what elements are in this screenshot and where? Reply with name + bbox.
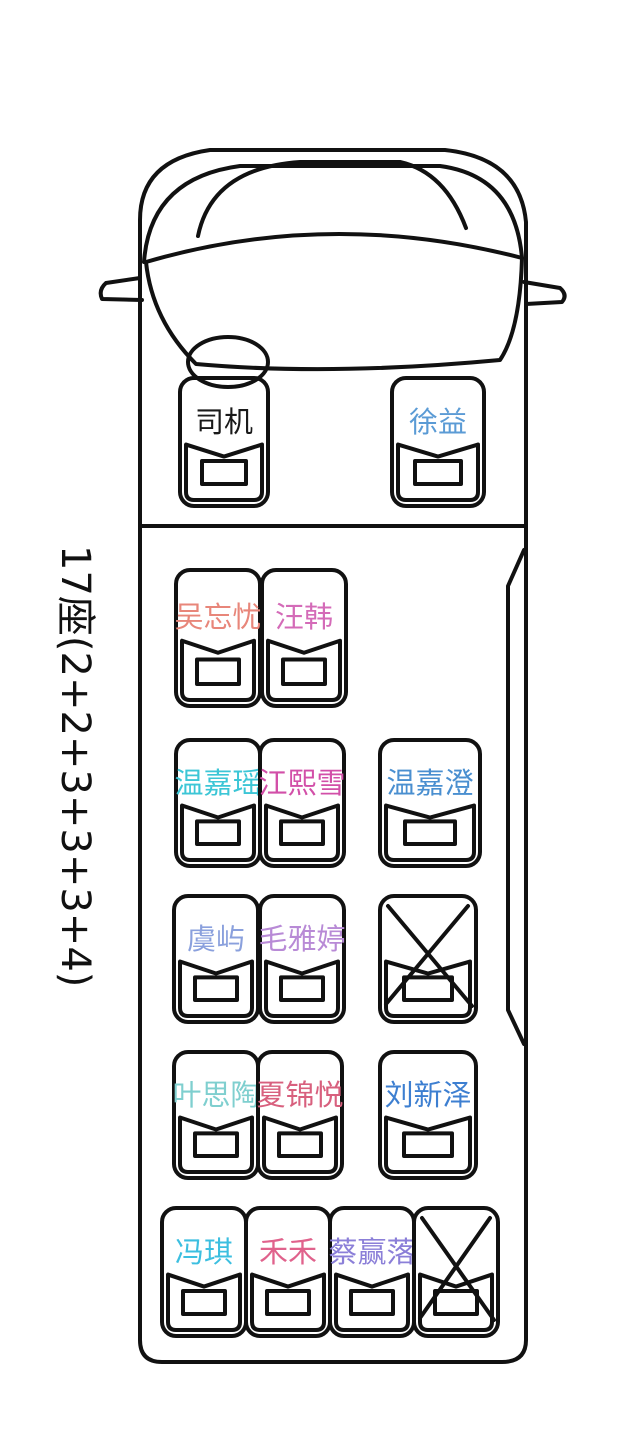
seat-frame: [258, 738, 346, 868]
seat-cushion: [334, 1272, 410, 1332]
seat-row: 虞屿毛雅婷: [172, 894, 478, 1024]
seat-frame: [378, 1050, 478, 1180]
hood-outline: [142, 164, 524, 264]
seat-frame: [172, 894, 260, 1024]
seat-passenger-name: 吴忘忧: [174, 600, 261, 634]
seat-row: 吴忘忧汪韩: [174, 568, 348, 708]
seat-cushion: [264, 959, 340, 1018]
seat[interactable]: [412, 1206, 500, 1338]
seat-passenger-name: 虞屿: [187, 922, 245, 956]
seat[interactable]: 虞屿: [172, 894, 260, 1024]
seat-passenger-name: 冯琪: [175, 1235, 233, 1269]
seat[interactable]: 江熙雪: [258, 738, 346, 868]
seat-cushion: [384, 1115, 472, 1174]
windshield: [144, 232, 524, 372]
seat-base: [279, 975, 325, 1003]
seat[interactable]: 蔡赢落: [328, 1206, 416, 1338]
seat-base: [195, 819, 241, 847]
seat-passenger-name: 汪韩: [275, 600, 333, 634]
seat-cushion: [180, 638, 256, 702]
seat-frame: [172, 1050, 260, 1180]
seat-passenger-name: 夏锦悦: [256, 1078, 343, 1112]
seat-cushion: [184, 442, 264, 502]
steering-wheel: [186, 335, 270, 389]
seat-frame: [160, 1206, 248, 1338]
seat-base: [200, 458, 248, 486]
left-mirror: [98, 276, 144, 302]
seat-cushion: [250, 1272, 326, 1332]
seat-base: [193, 975, 239, 1003]
seat-base: [433, 1288, 479, 1316]
seat-cushion: [166, 1272, 242, 1332]
seat-cushion: [266, 638, 342, 702]
right-mirror: [522, 280, 567, 306]
seat-base: [403, 819, 457, 847]
seat-cushion: [180, 803, 256, 862]
seat[interactable]: 禾禾: [244, 1206, 332, 1338]
seat[interactable]: 吴忘忧: [174, 568, 262, 708]
seat-base: [193, 1131, 239, 1158]
seat-base: [349, 1288, 395, 1316]
seat-base: [402, 975, 454, 1003]
seat-frame: [328, 1206, 416, 1338]
seat-passenger-name: 司机: [195, 405, 253, 439]
seat-frame: [244, 1206, 332, 1338]
seat-cushion: [264, 803, 340, 862]
seat-frame: [178, 376, 270, 508]
seat[interactable]: 温嘉澄: [378, 738, 482, 868]
seat-base: [265, 1288, 311, 1316]
seat-cushion: [384, 803, 476, 862]
seat-base: [413, 458, 463, 486]
seat-frame: [258, 894, 346, 1024]
seat[interactable]: 刘新泽: [378, 1050, 478, 1180]
seat-row: 冯琪禾禾蔡赢落: [160, 1206, 500, 1338]
seat[interactable]: 冯琪: [160, 1206, 248, 1338]
seat-frame: [378, 894, 478, 1024]
seat-cushion: [418, 1272, 494, 1332]
hood-arc: [196, 160, 468, 238]
seat-passenger-name: 温嘉澄: [386, 766, 473, 800]
seat-base: [277, 1131, 323, 1158]
seat[interactable]: 司机: [178, 376, 270, 508]
seat[interactable]: 温嘉瑶: [174, 738, 262, 868]
seat[interactable]: 毛雅婷: [258, 894, 346, 1024]
seat-frame: [260, 568, 348, 708]
seat[interactable]: 汪韩: [260, 568, 348, 708]
sliding-door: [506, 548, 526, 1046]
seat-cushion: [396, 442, 480, 502]
seat-frame: [256, 1050, 344, 1180]
unavailable-x-icon: [384, 904, 474, 1008]
seat-base: [181, 1288, 227, 1316]
seat[interactable]: 叶思陶: [172, 1050, 260, 1180]
seat-frame: [390, 376, 486, 508]
bus-body: [138, 148, 528, 1364]
seat-frame: [378, 738, 482, 868]
seat-cushion: [262, 1115, 338, 1174]
seat-base: [195, 657, 241, 687]
seat-base: [279, 819, 325, 847]
seat[interactable]: 夏锦悦: [256, 1050, 344, 1180]
seat-passenger-name: 刘新泽: [384, 1078, 471, 1112]
seat-passenger-name: 禾禾: [259, 1235, 317, 1269]
seat-passenger-name: 温嘉瑶: [174, 766, 261, 800]
seat-base: [402, 1131, 454, 1158]
seat-frame: [174, 738, 262, 868]
seat-passenger-name: 蔡赢落: [328, 1235, 415, 1269]
seat-frame: [412, 1206, 500, 1338]
seat-base: [281, 657, 327, 687]
seat[interactable]: 徐益: [390, 376, 486, 508]
seat-cushion: [178, 959, 254, 1018]
seat-cushion: [178, 1115, 254, 1174]
seat-config-label: 17座(2+2+3+3+3+4): [52, 545, 98, 987]
seat-passenger-name: 江熙雪: [258, 766, 345, 800]
unavailable-x-icon: [418, 1216, 496, 1322]
seat-passenger-name: 毛雅婷: [258, 922, 345, 956]
seat-passenger-name: 叶思陶: [172, 1078, 259, 1112]
seat-passenger-name: 徐益: [409, 405, 467, 439]
seat[interactable]: [378, 894, 478, 1024]
seat-cushion: [384, 959, 472, 1018]
